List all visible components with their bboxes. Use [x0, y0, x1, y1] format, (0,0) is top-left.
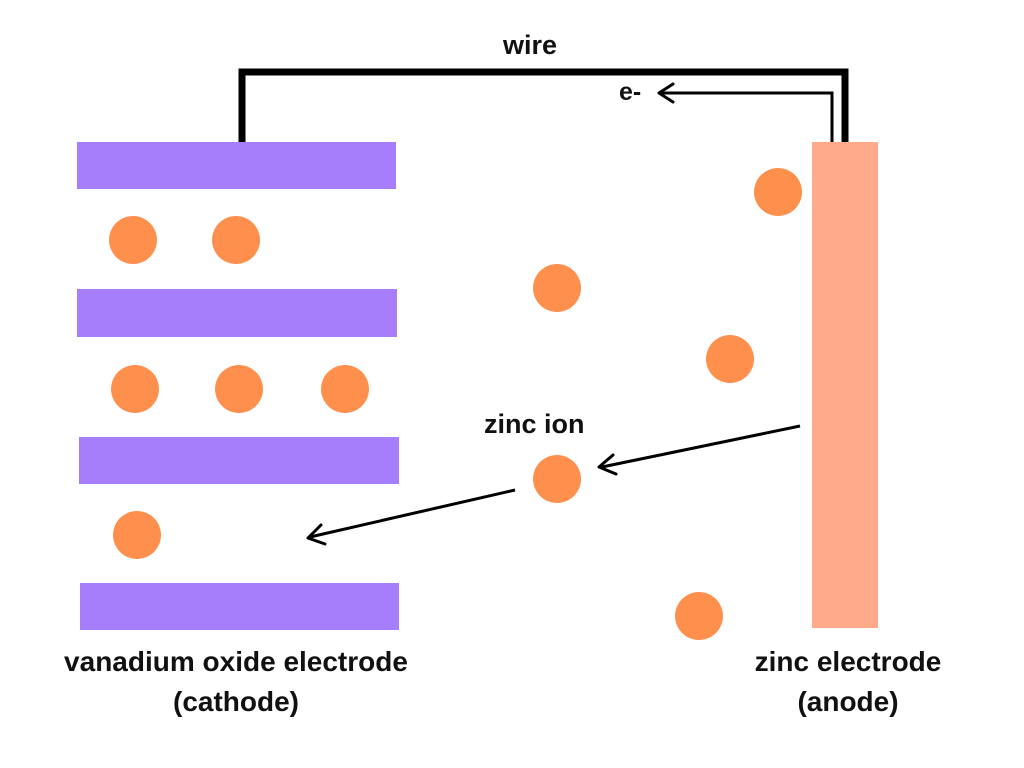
arrowhead-icon: [306, 523, 327, 546]
zinc-electrode: [812, 142, 878, 628]
cathode-plate: [80, 583, 399, 630]
cathode-plate: [79, 437, 399, 484]
zinc-ion-icon: [706, 335, 754, 383]
ion-path-arrow-line: [601, 424, 801, 469]
zinc-ion-icon: [754, 168, 802, 216]
zinc-ion-label: zinc ion: [484, 409, 585, 439]
zinc-ion-icon: [675, 592, 723, 640]
ion-path-arrow-line: [309, 488, 516, 539]
zinc-ion-icon: [321, 365, 369, 413]
zinc-ion-icon: [533, 455, 581, 503]
anode-role-label: (anode): [797, 686, 899, 717]
electron-label: e-: [619, 78, 642, 106]
cathode-caption: vanadium oxide electrode (cathode): [45, 642, 427, 722]
electron-flow-line: [662, 91, 834, 142]
zinc-ion-icon: [215, 365, 263, 413]
zinc-ion-icon: [533, 264, 581, 312]
anode-caption: zinc electrode (anode): [745, 642, 951, 722]
zinc-ion-icon: [111, 365, 159, 413]
cathode-name-label: vanadium oxide electrode: [64, 646, 408, 677]
zinc-ion-icon: [113, 511, 161, 559]
cathode-plate: [77, 289, 397, 337]
cathode-role-label: (cathode): [173, 686, 299, 717]
electron-arrowhead-icon: [657, 82, 675, 104]
cathode-plate: [77, 142, 396, 189]
arrowhead-icon: [597, 453, 618, 476]
wire-label: wire: [503, 30, 558, 60]
zinc-ion-icon: [212, 216, 260, 264]
wire: [238, 68, 849, 142]
anode-name-label: zinc electrode: [754, 646, 942, 677]
zinc-ion-icon: [109, 216, 157, 264]
